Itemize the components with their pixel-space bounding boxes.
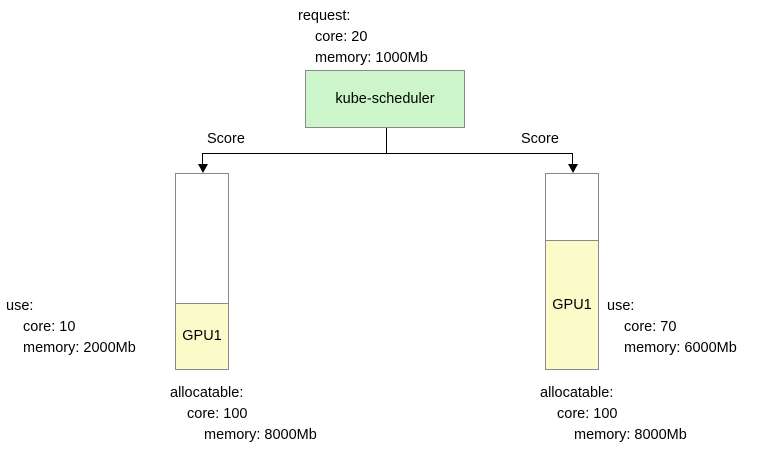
kube-scheduler-node[interactable]: kube-scheduler bbox=[305, 70, 465, 128]
node-bar-right[interactable]: GPU1 bbox=[545, 173, 599, 370]
use-header-left: use: bbox=[6, 298, 34, 314]
allocatable-memory-right: memory: 8000Mb bbox=[574, 427, 687, 443]
right-edge-line bbox=[572, 153, 573, 165]
node-used-fill-right: GPU1 bbox=[546, 240, 598, 369]
fanout-bus-line bbox=[202, 153, 573, 154]
node-bar-label-right: GPU1 bbox=[552, 297, 592, 314]
use-header-right: use: bbox=[607, 298, 635, 314]
allocatable-annotation-left: allocatable: core: 100 memory: 8000Mb bbox=[170, 383, 317, 446]
allocatable-annotation-right: allocatable: core: 100 memory: 8000Mb bbox=[540, 383, 687, 446]
use-memory-left: memory: 2000Mb bbox=[23, 340, 136, 356]
node-used-fill-left: GPU1 bbox=[176, 302, 228, 369]
request-memory: memory: 1000Mb bbox=[315, 50, 428, 66]
request-core: core: 20 bbox=[315, 29, 368, 45]
left-score-label: Score bbox=[207, 131, 245, 147]
allocatable-memory-left: memory: 8000Mb bbox=[204, 427, 317, 443]
scheduler-stem-line bbox=[386, 128, 387, 154]
allocatable-core-right: core: 100 bbox=[557, 406, 618, 422]
use-memory-right: memory: 6000Mb bbox=[624, 340, 737, 356]
allocatable-core-left: core: 100 bbox=[187, 406, 248, 422]
use-annotation-right: use: core: 70 memory: 6000Mb bbox=[607, 296, 737, 359]
use-core-right: core: 70 bbox=[624, 319, 677, 335]
node-bar-label-left: GPU1 bbox=[182, 328, 222, 345]
request-annotation: request: core: 20 memory: 1000Mb bbox=[298, 6, 428, 69]
left-edge-line bbox=[202, 153, 203, 165]
allocatable-header-left: allocatable: bbox=[170, 385, 244, 401]
use-annotation-left: use: core: 10 memory: 2000Mb bbox=[6, 296, 136, 359]
right-score-label: Score bbox=[521, 131, 559, 147]
request-header: request: bbox=[298, 8, 351, 24]
kube-scheduler-label: kube-scheduler bbox=[335, 91, 435, 107]
allocatable-header-right: allocatable: bbox=[540, 385, 614, 401]
right-arrow-icon bbox=[568, 164, 578, 173]
use-core-left: core: 10 bbox=[23, 319, 76, 335]
node-bar-left[interactable]: GPU1 bbox=[175, 173, 229, 370]
left-arrow-icon bbox=[198, 164, 208, 173]
